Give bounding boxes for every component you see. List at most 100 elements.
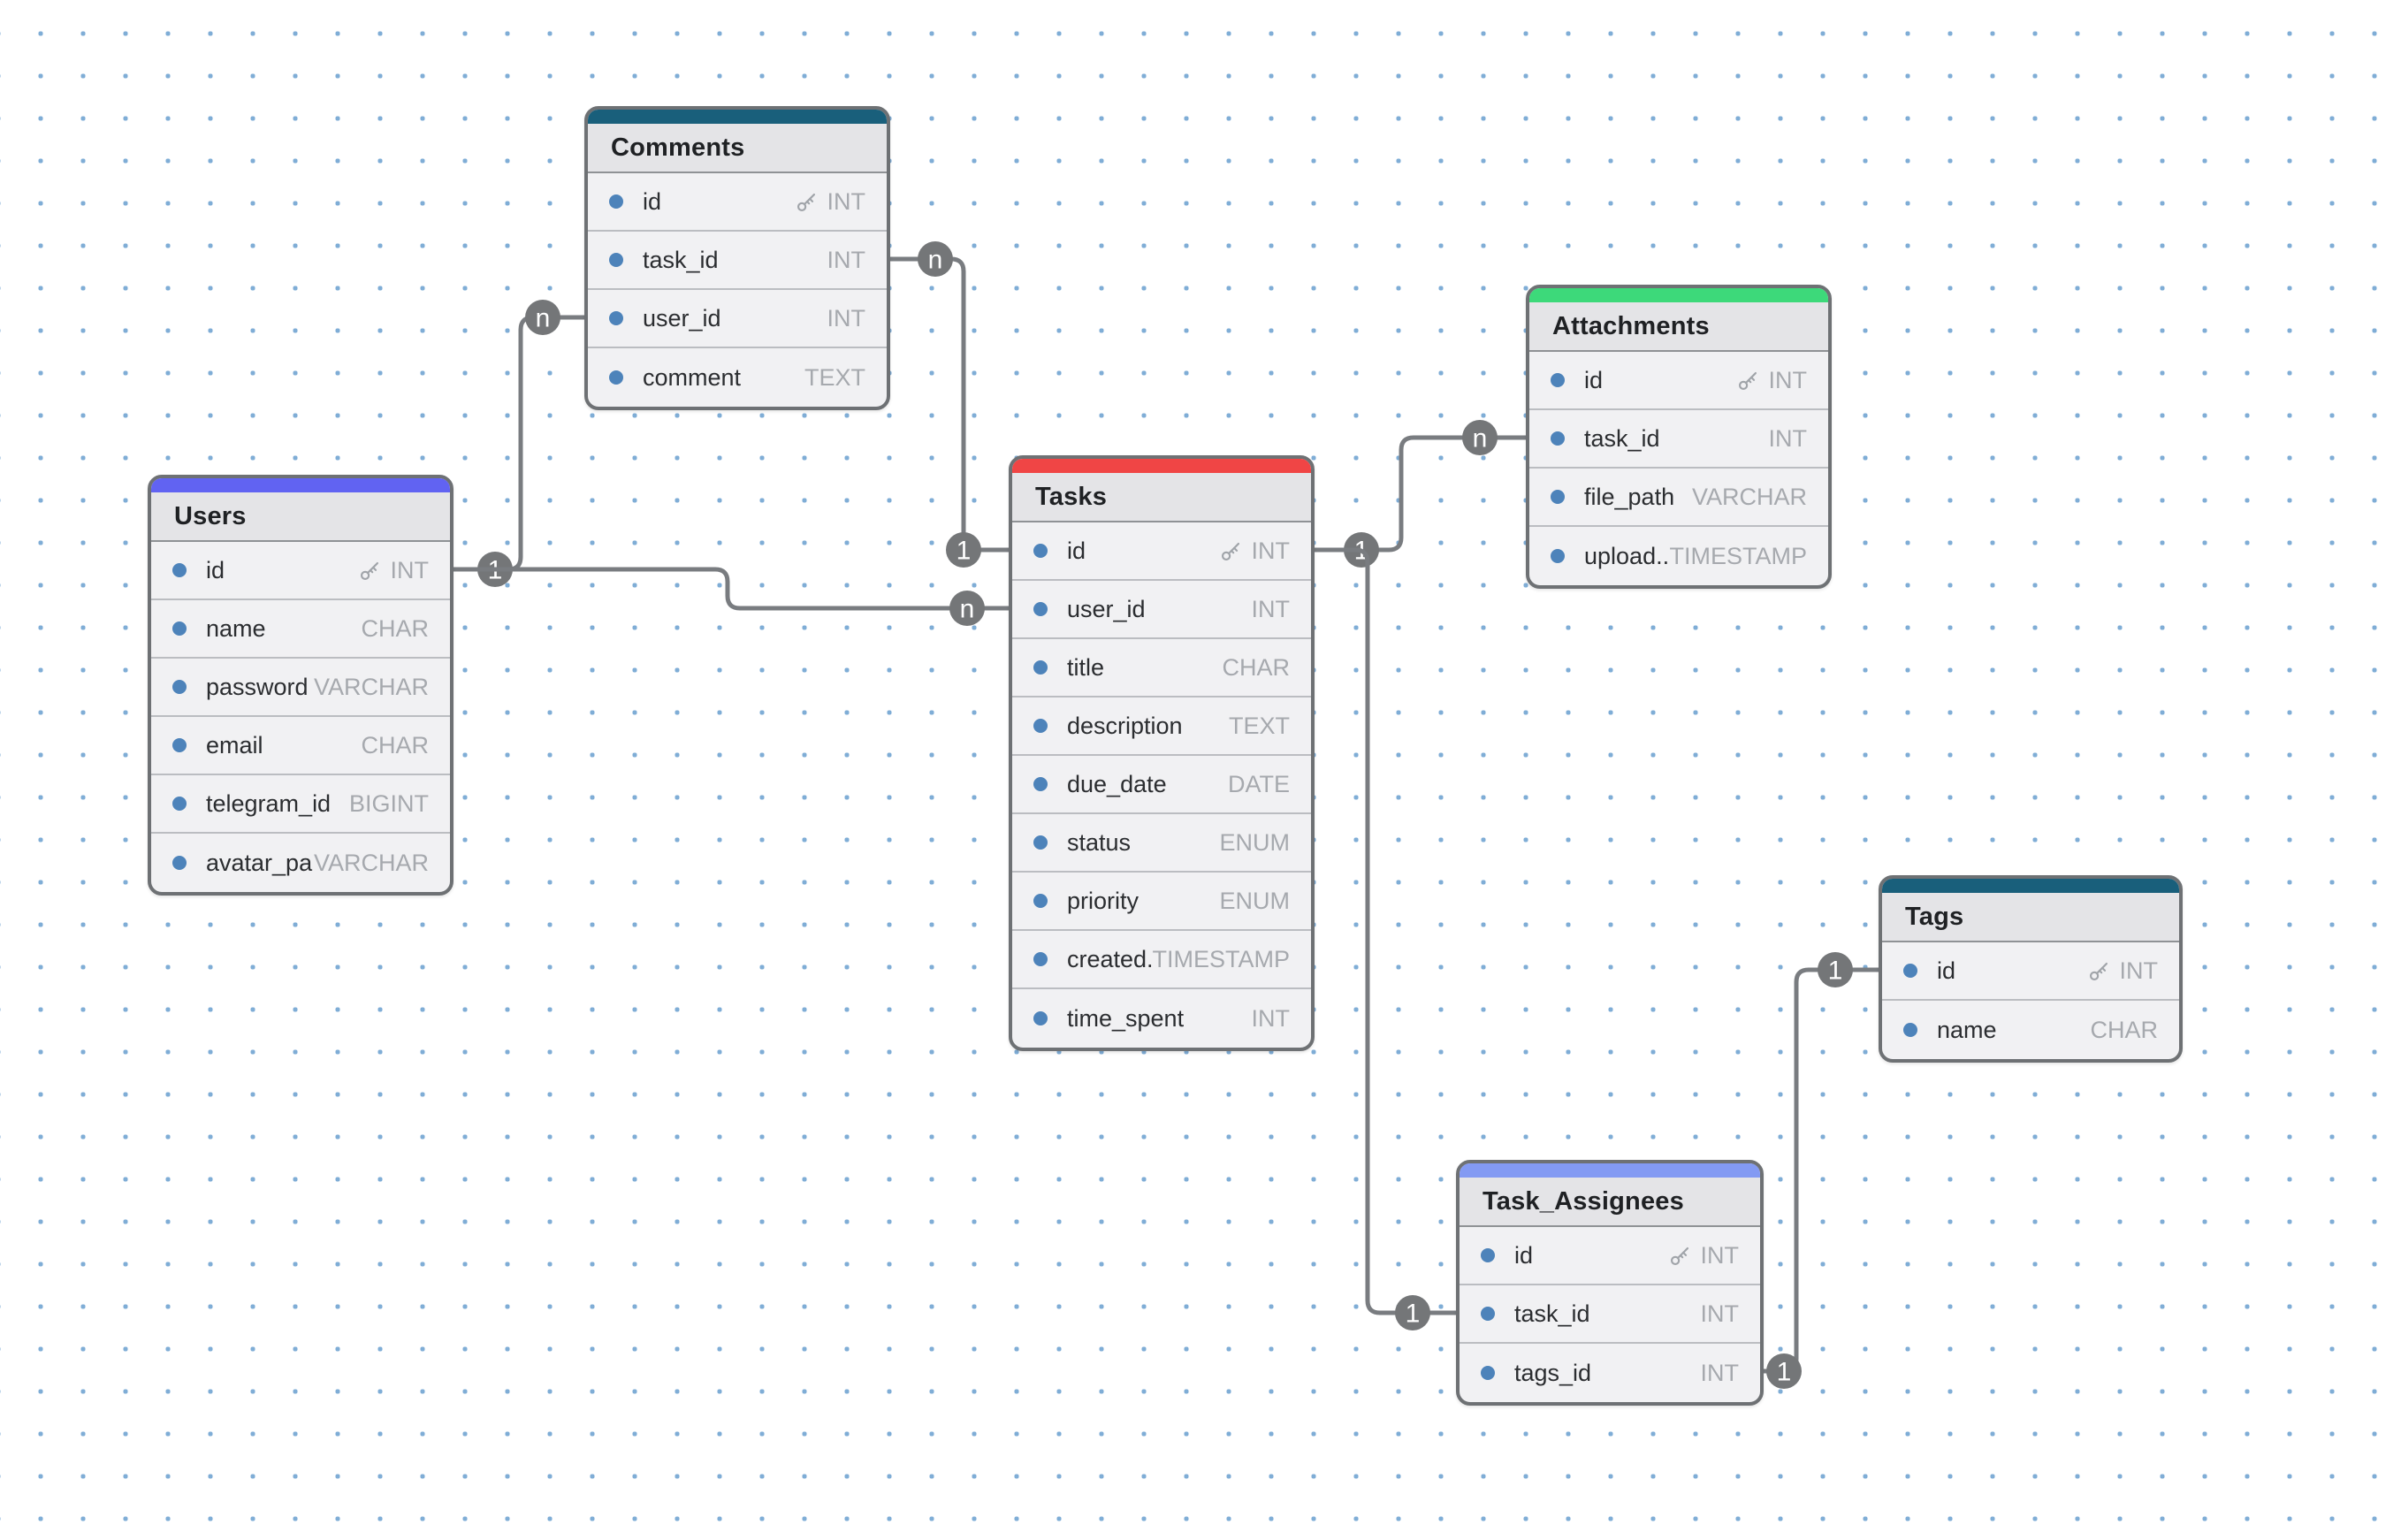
table-field-row[interactable]: title CHAR — [1012, 639, 1311, 698]
table-accent-bar — [588, 110, 887, 124]
field-type: ENUM — [1219, 887, 1291, 914]
cardinality-marker: n — [918, 241, 953, 277]
field-dot-icon — [1551, 490, 1565, 504]
field-name: due_date — [1067, 770, 1167, 797]
field-name: task_id — [1514, 1300, 1590, 1327]
field-dot-icon — [172, 563, 187, 577]
field-dot-icon — [1033, 660, 1048, 675]
field-type: INT — [1700, 1241, 1740, 1269]
field-type: DATE — [1227, 770, 1290, 797]
field-name: name — [206, 614, 266, 642]
table-field-row[interactable]: description TEXT — [1012, 698, 1311, 756]
cardinality-label: 1 — [1406, 1300, 1421, 1329]
table-title: Comments — [611, 133, 745, 162]
field-type: INT — [2119, 957, 2159, 984]
field-name: name — [1937, 1016, 1997, 1043]
table-field-row[interactable]: status ENUM — [1012, 814, 1311, 873]
table-field-row[interactable]: due_date DATE — [1012, 756, 1311, 814]
field-name: upload... — [1584, 542, 1670, 569]
cardinality-marker: 1 — [1766, 1353, 1802, 1389]
field-dot-icon — [172, 680, 187, 694]
relationship-line[interactable] — [451, 567, 1011, 611]
field-dot-icon — [172, 621, 187, 636]
cardinality-marker: 1 — [946, 532, 981, 568]
table-title: Tasks — [1035, 482, 1108, 511]
field-dot-icon — [1481, 1366, 1495, 1380]
field-dot-icon — [1033, 835, 1048, 850]
cardinality-label: 1 — [1777, 1358, 1792, 1387]
field-name: id — [206, 556, 225, 583]
table-field-row[interactable]: upload...TIMESTAMP — [1529, 527, 1828, 585]
field-type: TEXT — [804, 363, 865, 391]
field-name: avatar_pa... — [206, 849, 314, 876]
relationship-line[interactable] — [1312, 547, 1459, 1315]
field-type: TIMESTAMP — [1669, 542, 1807, 569]
relationship-line[interactable] — [888, 256, 1011, 553]
table-field-row[interactable]: created...TIMESTAMP — [1012, 931, 1311, 989]
field-dot-icon — [609, 194, 623, 209]
field-dot-icon — [172, 738, 187, 752]
primary-key-icon — [795, 190, 819, 214]
relationship-line[interactable] — [1312, 435, 1528, 553]
relationship-line[interactable] — [1761, 967, 1881, 1374]
field-type: INT — [1768, 424, 1808, 452]
field-dot-icon — [1903, 964, 1917, 978]
field-type: ENUM — [1219, 828, 1291, 856]
field-type: INT — [1700, 1300, 1740, 1327]
field-type: TEXT — [1228, 712, 1290, 739]
field-name: user_id — [643, 304, 721, 332]
table-field-row[interactable]: name CHAR — [151, 600, 450, 659]
field-name: created... — [1067, 945, 1152, 972]
field-type: INT — [827, 187, 866, 215]
field-type: VARCHAR — [313, 673, 429, 700]
field-name: status — [1067, 828, 1132, 856]
cardinality-marker: 1 — [1818, 952, 1853, 987]
field-type: BIGINT — [348, 789, 429, 817]
field-name: title — [1067, 653, 1105, 681]
cardinality-label: n — [536, 304, 551, 333]
field-name: tags_id — [1514, 1359, 1592, 1386]
field-type: CHAR — [1222, 653, 1290, 681]
field-type: CHAR — [361, 731, 429, 759]
field-dot-icon — [172, 797, 187, 811]
field-dot-icon — [1551, 431, 1565, 446]
relationship-line[interactable] — [451, 315, 587, 572]
field-name: description — [1067, 712, 1183, 739]
field-name: time_spent — [1067, 1004, 1185, 1032]
field-dot-icon — [172, 856, 187, 870]
field-dot-icon — [609, 311, 623, 325]
field-type: INT — [1251, 595, 1291, 622]
field-name: password — [206, 673, 309, 700]
table-field-row[interactable]: avatar_pa...VARCHAR — [151, 834, 450, 892]
cardinality-marker: 1 — [1395, 1295, 1430, 1330]
field-type: CHAR — [361, 614, 429, 642]
table-field-row[interactable]: task_id INT — [1460, 1285, 1760, 1344]
cardinality-label: n — [960, 595, 975, 624]
